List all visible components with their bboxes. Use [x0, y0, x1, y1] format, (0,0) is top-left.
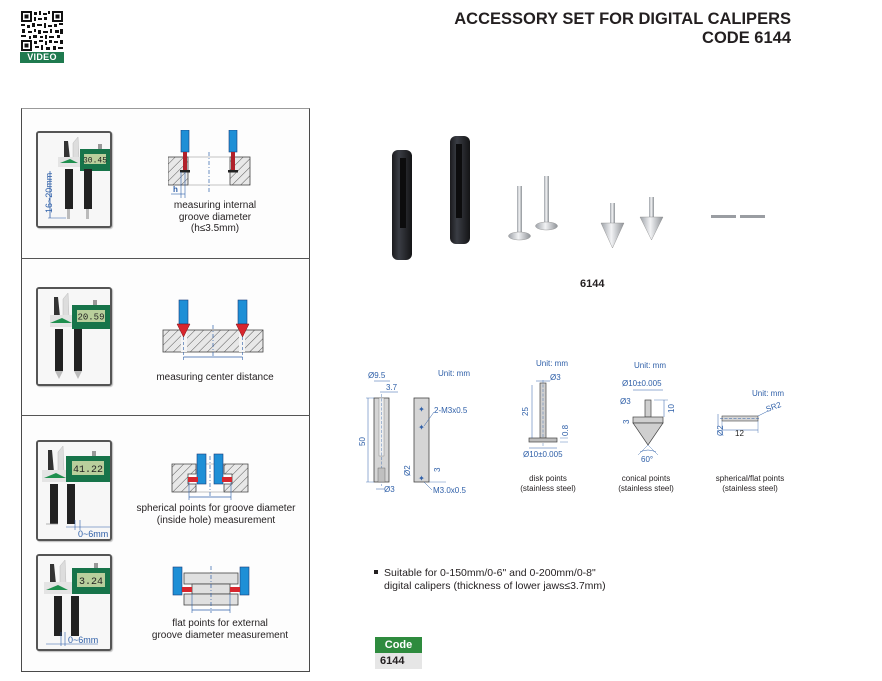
caliper-photo-internal-groove: 30.45 16~20mm — [36, 131, 112, 228]
unit-label: Unit: mm — [634, 361, 666, 370]
caption-center-distance: measuring center distance — [140, 372, 290, 384]
caption-line: measuring internal — [173, 200, 257, 211]
caption-line: spherical/flat points — [715, 474, 785, 483]
caption-line: flat points for external — [172, 618, 268, 629]
dim-cone-shoulder: 3 — [622, 419, 631, 424]
note-line-1: Suitable for 0-150mm/0-6" and 0-200mm/0-… — [384, 567, 596, 579]
svg-text:✦: ✦ — [418, 474, 425, 483]
dim-bar-bottom-dia: Ø3 — [384, 485, 395, 494]
qr-code[interactable] — [20, 10, 64, 62]
caliper-display: 41.22 — [73, 465, 103, 476]
dim-disk-thickness: 0.8 — [561, 424, 570, 436]
caption-internal-groove: measuring internal groove diameter (h≤3.… — [140, 200, 290, 235]
caption-line: (stainless steel) — [520, 483, 576, 493]
caption-line: (inside hole) measurement — [156, 514, 276, 526]
caliper-photo-spherical-points: 41.22 0~6mm — [36, 440, 112, 541]
dim-bar-hole-offset: 3 — [433, 467, 442, 472]
caliper-photo-flat-points: 3.24 0~6mm — [36, 554, 112, 651]
dim-cone-shaft: Ø3 — [620, 397, 631, 406]
dim-cone-angle: 60° — [641, 455, 653, 464]
code-table-header: Code — [375, 637, 422, 653]
spherical-point — [711, 215, 736, 218]
page-title: ACCESSORY SET FOR DIGITAL CALIPERS CODE … — [454, 10, 791, 48]
spec-drawing-extension-bar: Unit: mm Ø9.5 3.7 50 Ø3 ✦ ✦ ✦ 2-M3x0.5 Ø… — [358, 369, 470, 495]
conical-point — [639, 197, 664, 241]
diagram-center-distance — [162, 299, 264, 361]
photo-dimension: 16~20mm — [44, 173, 54, 213]
dim-bar-thread-top: 2-M3x0.5 — [434, 406, 468, 415]
svg-text:✦: ✦ — [418, 423, 425, 432]
panel-divider — [21, 415, 310, 416]
caliper-display: 30.45 — [83, 157, 107, 166]
caption-line: (stainless steel) — [722, 483, 778, 493]
extension-bar — [450, 136, 470, 244]
dim-disk-shaft: Ø3 — [550, 373, 561, 382]
compatibility-note: Suitable for 0-150mm/0-6" and 0-200mm/0-… — [374, 567, 606, 592]
unit-label: Unit: mm — [438, 369, 470, 378]
flat-point — [740, 215, 765, 218]
title-line-1: ACCESSORY SET FOR DIGITAL CALIPERS — [454, 10, 791, 28]
code-table-value: 6144 — [375, 653, 422, 669]
photo-dimension: 0~6mm — [68, 635, 98, 645]
bullet-icon — [374, 570, 378, 575]
photo-dimension: 0~6mm — [78, 529, 108, 539]
dim-cone-shaft-length: 10 — [667, 404, 676, 413]
dim-bar-diameter: Ø9.5 — [368, 371, 386, 380]
dim-bar-slot: 3.7 — [386, 383, 398, 392]
spec-drawing-conical-point: Unit: mm Ø10±0.005 Ø3 10 3 60° — [620, 361, 676, 464]
dim-bar-hole-dia: Ø2 — [403, 465, 412, 476]
spec-drawing-spherical-point: Unit: mm SR2 Ø2 12 — [716, 389, 784, 438]
spec-drawing-disk-point: Unit: mm Ø3 25 0.8 Ø10±0.005 — [521, 359, 570, 459]
caption-line: measuring center distance — [156, 372, 274, 383]
unit-label: Unit: mm — [752, 389, 784, 398]
conical-point — [600, 203, 625, 249]
dimension-h: h — [173, 185, 178, 194]
caption-line: groove diameter — [178, 211, 252, 223]
dim-bar-length: 50 — [358, 437, 367, 446]
code-table: Code 6144 — [375, 637, 422, 669]
svg-text:✦: ✦ — [418, 405, 425, 414]
caption-line: conical points — [621, 474, 671, 483]
caption-disk-points: disk points (stainless steel) — [498, 474, 598, 493]
product-photo — [392, 136, 765, 260]
caption-line: groove diameter measurement — [151, 629, 289, 641]
product-code-label: 6144 — [580, 278, 605, 290]
unit-label: Unit: mm — [536, 359, 568, 368]
caliper-display: 3.24 — [79, 577, 103, 588]
caption-spherical-points: spherical/flat points (stainless steel) — [700, 474, 800, 493]
dim-sphere-length: 12 — [735, 429, 744, 438]
diagram-spherical-points — [171, 453, 249, 500]
disk-point — [535, 176, 558, 231]
caption-line: (h≤3.5mm) — [190, 223, 240, 234]
dim-disk-dia: Ø10±0.005 — [523, 450, 563, 459]
caption-line: spherical points for groove diameter — [136, 503, 296, 514]
dim-disk-length: 25 — [521, 407, 530, 416]
diagram-flat-points — [172, 566, 250, 613]
caption-flat-points: flat points for external groove diameter… — [130, 618, 310, 641]
dim-cone-dia: Ø10±0.005 — [622, 379, 662, 388]
caption-conical-points: conical points (stainless steel) — [596, 474, 696, 493]
extension-bar — [392, 150, 412, 260]
caliper-photo-center-distance: 20.59 — [36, 287, 112, 386]
note-line-2: digital calipers (thickness of lower jaw… — [384, 579, 606, 592]
dim-sphere-radius: SR2 — [765, 400, 783, 414]
panel-divider — [21, 258, 310, 259]
title-line-2: CODE 6144 — [702, 29, 791, 47]
diagram-internal-groove: h — [168, 130, 251, 198]
disk-point — [508, 186, 531, 241]
video-label[interactable]: VIDEO — [20, 52, 64, 63]
caption-spherical-points: spherical points for groove diameter (in… — [118, 503, 314, 526]
dim-bar-thread-bottom: M3.0x0.5 — [433, 486, 466, 495]
caption-line: (stainless steel) — [618, 483, 674, 493]
caliper-display: 20.59 — [77, 313, 104, 323]
dim-sphere-dia: Ø2 — [716, 425, 725, 436]
caption-line: disk points — [529, 474, 567, 483]
